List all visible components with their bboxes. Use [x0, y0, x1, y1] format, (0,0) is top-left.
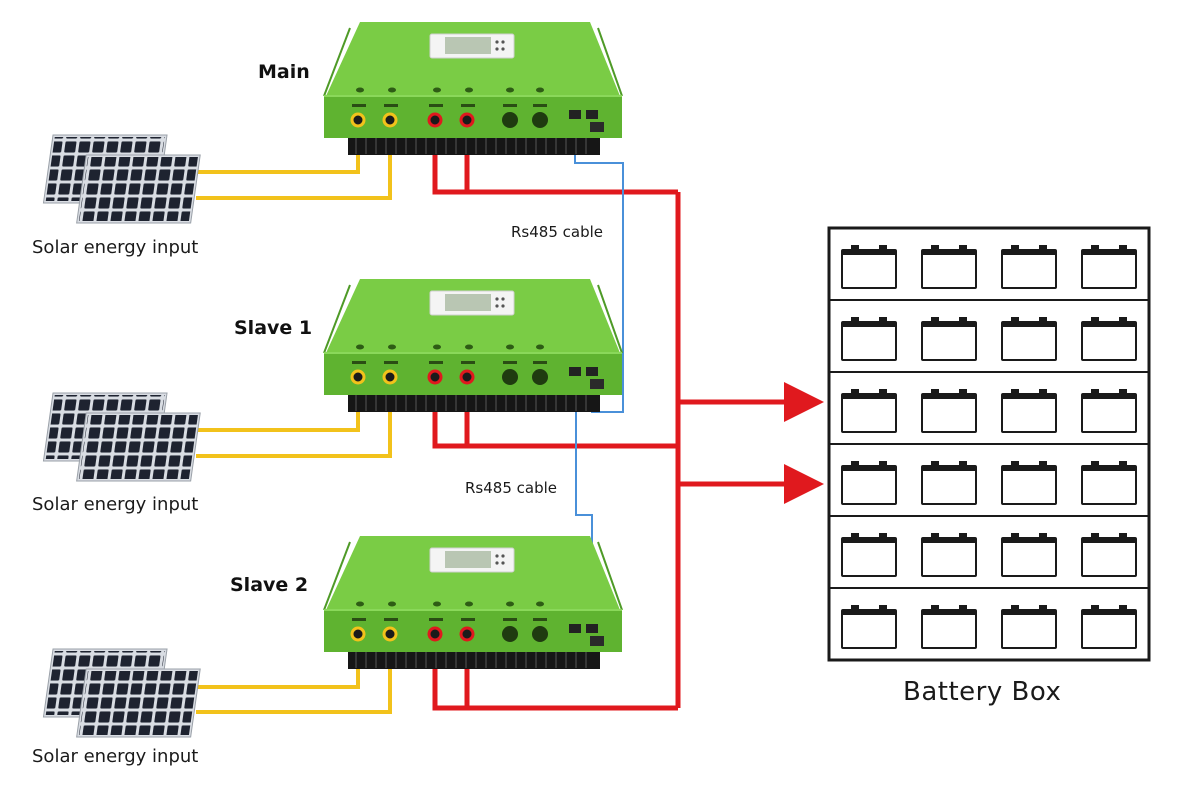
battery-icon	[841, 317, 897, 361]
rs485-cable-label: Rs485 cable	[465, 479, 557, 497]
solar-panel-icon	[42, 392, 201, 482]
battery-icon	[1081, 389, 1137, 433]
arrow-right-icon	[784, 382, 824, 422]
terminal-rings	[350, 112, 475, 642]
battery-box	[827, 226, 1151, 662]
battery-icon	[921, 389, 977, 433]
solar-label: Solar energy input	[32, 494, 198, 515]
pv3-wire-b	[196, 653, 392, 714]
rs485-cable-label: Rs485 cable	[511, 223, 603, 241]
battery-box-label: Battery Box	[903, 677, 1061, 707]
controller-label-slave2: Slave 2	[230, 574, 308, 596]
battery-icon	[841, 245, 897, 289]
battery-icon	[841, 605, 897, 649]
battery-icon	[921, 317, 977, 361]
battery-icon	[1081, 245, 1137, 289]
battery-icon	[1081, 317, 1137, 361]
pv1-wire-a	[196, 138, 360, 174]
battery-icon	[1001, 245, 1057, 289]
battery-icon	[1081, 605, 1137, 649]
pv2-wire-b	[196, 396, 392, 458]
battery-icon	[841, 389, 897, 433]
battery-grid	[829, 245, 1149, 649]
controller-slave1	[323, 278, 623, 413]
battery-icon	[1001, 605, 1057, 649]
battery-icon	[921, 461, 977, 505]
solar-panel-icon	[42, 134, 201, 224]
controller-label-main: Main	[258, 61, 310, 83]
arrow-right-icon	[784, 464, 824, 504]
controller-label-slave1: Slave 1	[234, 317, 312, 339]
solar-panel-icon	[42, 648, 201, 738]
solar-label: Solar energy input	[32, 237, 198, 258]
battery-icon	[1081, 461, 1137, 505]
battery-icon	[841, 461, 897, 505]
battery-icon	[921, 533, 977, 577]
pv2-wire-a	[196, 396, 360, 432]
pv1-wire-b	[196, 138, 392, 200]
battery-icon	[841, 533, 897, 577]
pv3-wire-a	[196, 653, 360, 689]
battery-icon	[1001, 389, 1057, 433]
battery-icon	[921, 245, 977, 289]
controller-main	[323, 21, 623, 156]
controller-slave2	[323, 535, 623, 670]
solar-label: Solar energy input	[32, 746, 198, 767]
battery-icon	[921, 605, 977, 649]
battery-icon	[1001, 461, 1057, 505]
battery-icon	[1081, 533, 1137, 577]
battery-icon	[1001, 317, 1057, 361]
battery-icon	[1001, 533, 1057, 577]
